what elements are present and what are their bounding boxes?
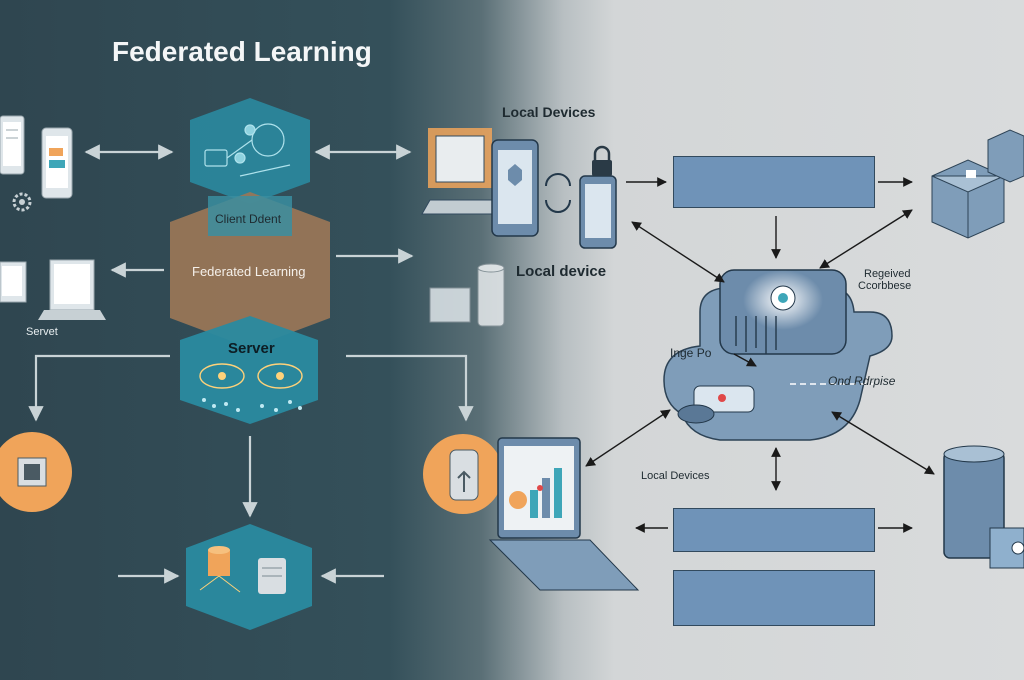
client-hexagon bbox=[190, 98, 310, 204]
gear-icon bbox=[12, 192, 32, 212]
server-label: Server bbox=[228, 340, 275, 357]
arrow-hub-laptop bbox=[585, 409, 671, 467]
client-label: Client Ddent bbox=[215, 212, 282, 226]
diagram-title: Federated Learning bbox=[112, 36, 372, 67]
local-devices-bottom-label: Local Devices bbox=[641, 470, 710, 482]
arrow-phone-hub bbox=[631, 221, 725, 283]
federated-learning-label: Federated Learning bbox=[192, 264, 306, 279]
local-devices-icons bbox=[421, 128, 617, 249]
arrow-hub-server bbox=[831, 411, 935, 475]
sync-icon bbox=[545, 173, 571, 213]
bottom-panel bbox=[673, 570, 875, 626]
regenerated-label-line2: Ccorbbese bbox=[858, 280, 912, 292]
tablet-icon bbox=[0, 115, 25, 175]
laptop-icon bbox=[0, 259, 106, 320]
laptop-chart-icon bbox=[488, 437, 640, 591]
cubes-icon bbox=[931, 129, 1024, 239]
local-device-label: Local device bbox=[516, 263, 607, 280]
right-storage-circle bbox=[423, 434, 503, 514]
arrow-inge-hub bbox=[733, 353, 757, 367]
database-hexagon bbox=[186, 524, 312, 630]
left-chip-circle bbox=[0, 432, 72, 512]
server-nodes-icon bbox=[199, 363, 303, 412]
server-hexagon bbox=[180, 316, 318, 424]
top-panel bbox=[673, 156, 875, 208]
local-devices-top-label: Local Devices bbox=[502, 104, 596, 120]
inge-label: Inge Po bbox=[670, 346, 712, 360]
arrow-cubes-hub bbox=[819, 209, 913, 269]
phone-icon bbox=[41, 127, 73, 199]
left-server-icon bbox=[429, 263, 505, 327]
client-label-band bbox=[208, 196, 292, 236]
middle-panel bbox=[673, 508, 875, 552]
device-caption: Servet bbox=[26, 326, 58, 338]
cloud-hub bbox=[663, 269, 893, 441]
onprem-label: Ond Rdrpise bbox=[828, 374, 896, 388]
database-icon bbox=[199, 546, 286, 594]
arrow-server-left-down bbox=[28, 354, 170, 422]
right-server-icon bbox=[943, 445, 1024, 569]
arrow-server-right-down bbox=[346, 354, 474, 422]
network-icon bbox=[204, 123, 291, 177]
lock-icon bbox=[592, 145, 612, 176]
regenerated-label-line1: Regeived bbox=[864, 268, 911, 280]
